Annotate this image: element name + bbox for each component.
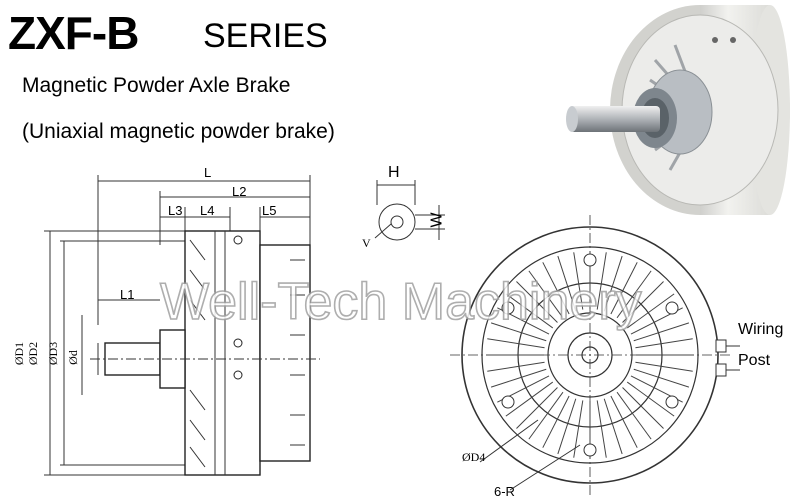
model-title: ZXF-B: [8, 7, 139, 59]
cooling-fin: [626, 381, 675, 417]
cooling-fin: [516, 281, 558, 323]
cooling-fin: [557, 255, 577, 312]
dim-D1: ØD1: [12, 341, 27, 366]
cooling-fin: [596, 400, 607, 458]
cooling-fin: [542, 262, 570, 315]
cooling-fin: [516, 387, 558, 429]
dim-L4: L4: [200, 203, 215, 218]
cooling-fin: [490, 322, 547, 342]
front-view-drawing: [450, 215, 740, 495]
dim-D3: ØD3: [46, 341, 61, 366]
shaft-end-view: [374, 180, 445, 241]
dim-D4: ØD4: [462, 450, 486, 464]
cooling-fin: [528, 391, 564, 440]
product-subtitle: Magnetic Powder Axle Brake: [22, 74, 291, 97]
dim-6R: 6-R: [494, 484, 515, 499]
dim-L5: L5: [262, 203, 277, 218]
cooling-fin: [610, 262, 638, 315]
dim-L1: L1: [120, 287, 135, 302]
cooling-fin: [610, 395, 638, 448]
cooling-fin: [596, 252, 607, 310]
cooling-fin: [487, 361, 545, 372]
dim-d: Ød: [65, 350, 80, 365]
dim-H: H: [388, 164, 400, 181]
cooling-fin: [622, 387, 664, 429]
wiring-label: Wiring: [738, 321, 784, 338]
dim-L2: L2: [232, 184, 247, 199]
cooling-fin: [557, 398, 577, 455]
dim-L3: L3: [168, 203, 183, 218]
cooling-fin: [633, 368, 690, 388]
cooling-fin: [635, 361, 693, 372]
dim-D2: ØD2: [26, 341, 41, 366]
series-title: SERIES: [203, 17, 328, 55]
cooling-fin: [505, 293, 554, 329]
product-subtitle-alt: (Uniaxial magnetic powder brake): [22, 120, 335, 143]
cooling-fin: [542, 395, 570, 448]
post-label: Post: [738, 352, 771, 369]
cooling-fin: [616, 270, 652, 319]
cooling-fin: [505, 381, 554, 417]
cooling-fin: [603, 255, 623, 312]
cooling-fin: [487, 338, 545, 349]
cooling-fin: [528, 270, 564, 319]
dim-L: L: [204, 165, 212, 180]
cooling-fin: [626, 293, 675, 329]
cooling-fin: [603, 398, 623, 455]
cooling-fin: [490, 368, 547, 388]
cooling-fin: [622, 281, 664, 323]
side-view-drawing: [44, 175, 320, 476]
dim-V: V: [362, 236, 371, 250]
cooling-fin: [635, 338, 693, 349]
cooling-fin: [633, 322, 690, 342]
cooling-fin: [573, 252, 584, 310]
brake-photo-icon: [566, 5, 790, 215]
cooling-fin: [616, 391, 652, 440]
